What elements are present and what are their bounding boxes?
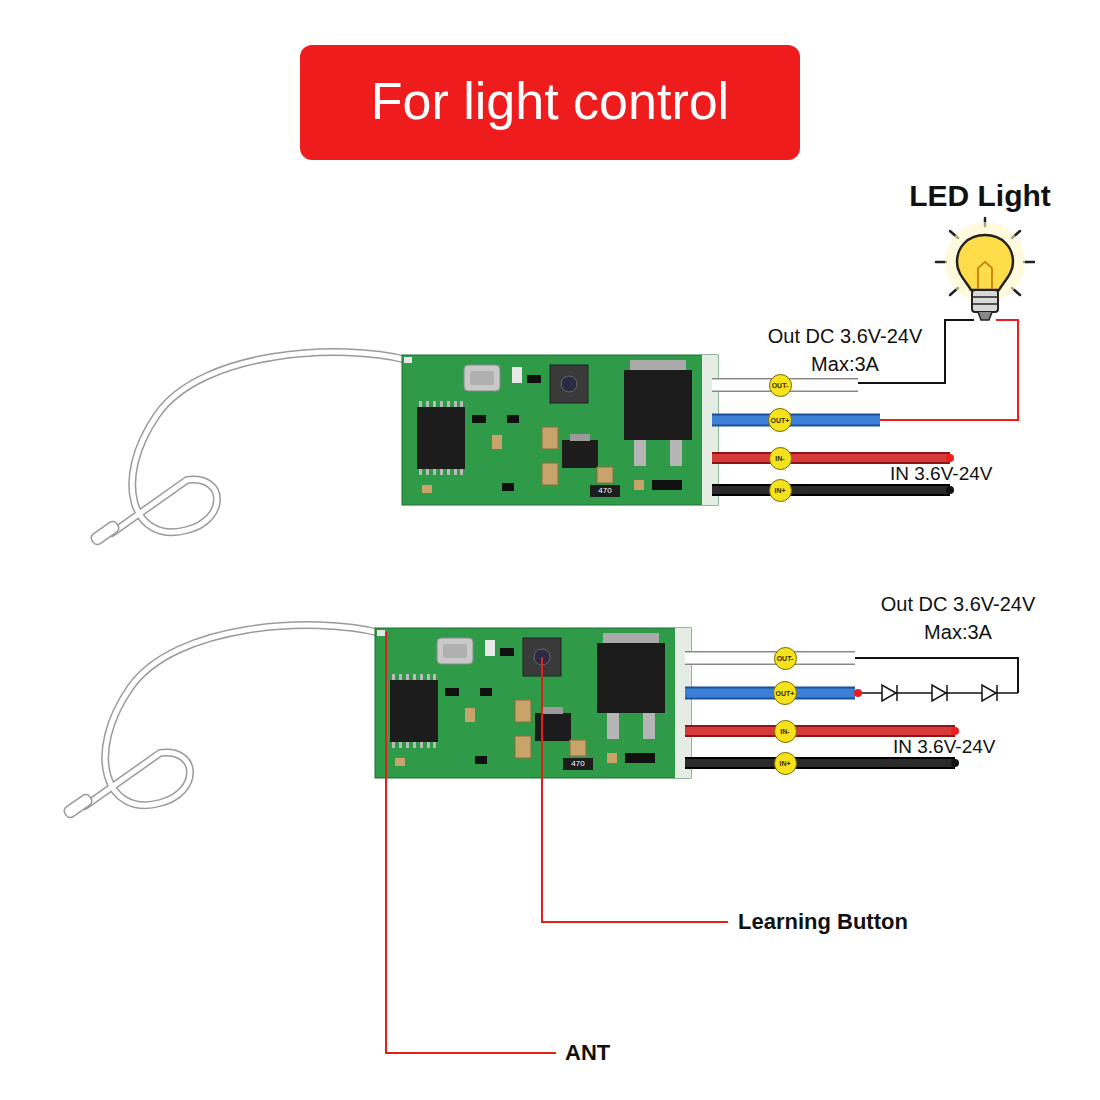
pin-marker: OUT- xyxy=(769,374,792,397)
pin-marker: IN+ xyxy=(774,752,797,775)
input-spec: IN 3.6V-24V xyxy=(890,463,992,485)
output-spec: Out DC 3.6V-24V Max:3A xyxy=(758,322,933,378)
light-label: LED Light xyxy=(909,179,1051,214)
callout-label: ANT xyxy=(565,1040,610,1065)
title-banner: For light control xyxy=(300,45,800,160)
pin-name: OUT+ xyxy=(776,690,795,697)
leader-lines xyxy=(386,632,728,1053)
title-text: For light control xyxy=(371,73,729,130)
resistor-marking: 470 xyxy=(598,487,611,495)
pin-name: IN- xyxy=(780,728,789,735)
pin-name: OUT- xyxy=(772,382,789,389)
diode-string xyxy=(854,658,1018,701)
pin-marker: IN- xyxy=(769,447,792,470)
pin-marker: OUT+ xyxy=(768,408,792,432)
pin-name: IN- xyxy=(775,455,784,462)
pin-name: OUT+ xyxy=(771,417,790,424)
pin-marker: OUT+ xyxy=(773,681,797,705)
pin-marker: IN- xyxy=(774,720,797,743)
led-bulb xyxy=(858,218,1034,420)
output-spec: Out DC 3.6V-24V Max:3A xyxy=(871,590,1046,646)
resistor-marking: 470 xyxy=(571,760,584,768)
pin-marker: IN+ xyxy=(769,479,792,502)
pin-name: IN+ xyxy=(774,487,785,494)
pin-marker: OUT- xyxy=(774,647,797,670)
receiver-board xyxy=(89,352,718,546)
input-spec: IN 3.6V-24V xyxy=(893,736,995,758)
receiver-board xyxy=(62,625,691,819)
pin-name: IN+ xyxy=(779,760,790,767)
callout-label: Learning Button xyxy=(738,909,908,934)
pin-name: OUT- xyxy=(777,655,794,662)
